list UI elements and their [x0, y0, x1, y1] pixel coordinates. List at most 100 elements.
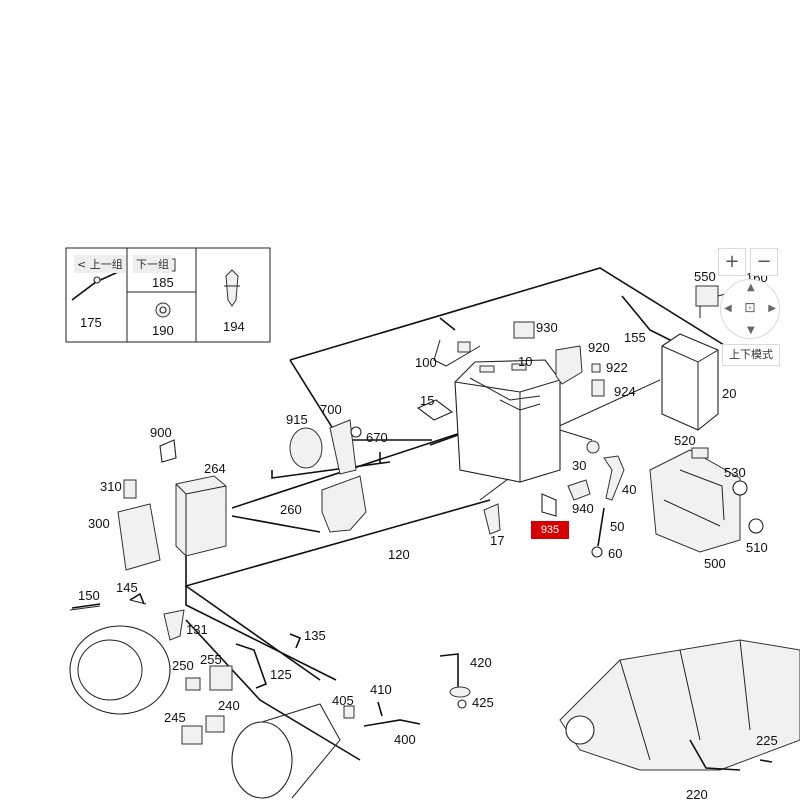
- clip-part: [225, 269, 239, 307]
- zoom-out-button[interactable]: −: [750, 248, 778, 276]
- label-190[interactable]: 190: [152, 323, 174, 338]
- label-120[interactable]: 120: [388, 547, 410, 562]
- clip-17: [483, 503, 501, 535]
- label-135[interactable]: 135: [304, 628, 326, 643]
- sensor-915: [289, 427, 323, 469]
- label-920[interactable]: 920: [588, 340, 610, 355]
- part-520: [691, 447, 709, 459]
- part-250: [185, 677, 201, 691]
- starter: [231, 703, 341, 799]
- pan-right-icon[interactable]: ▶: [768, 303, 776, 314]
- label-310[interactable]: 310: [100, 479, 122, 494]
- label-30[interactable]: 30: [572, 458, 586, 473]
- prev-group-button[interactable]: < 上一组: [74, 255, 126, 273]
- bolt-225: [759, 759, 773, 763]
- label-15[interactable]: 15: [420, 393, 434, 408]
- label-155[interactable]: 155: [624, 330, 646, 345]
- label-131[interactable]: 131: [186, 622, 208, 637]
- bracket-125: [235, 643, 268, 689]
- label-125[interactable]: 125: [270, 667, 292, 682]
- label-50[interactable]: 50: [610, 519, 624, 534]
- nut-510: [748, 518, 764, 534]
- label-250[interactable]: 250: [172, 658, 194, 673]
- pan-up-icon[interactable]: ▲: [747, 282, 755, 293]
- label-420[interactable]: 420: [470, 655, 492, 670]
- label-145[interactable]: 145: [116, 580, 138, 595]
- label-194[interactable]: 194: [223, 319, 245, 334]
- pan-down-icon[interactable]: ▼: [747, 325, 755, 336]
- unit-260: [321, 475, 367, 533]
- zoom-in-button[interactable]: +: [718, 248, 746, 276]
- label-400[interactable]: 400: [394, 732, 416, 747]
- bracket-920: [555, 345, 583, 385]
- label-550[interactable]: 550: [694, 269, 716, 284]
- module-700: [329, 419, 357, 475]
- part-131: [163, 609, 185, 641]
- label-240[interactable]: 240: [218, 698, 240, 713]
- label-410[interactable]: 410: [370, 682, 392, 697]
- label-940[interactable]: 940: [572, 501, 594, 516]
- bracket-400: [363, 719, 421, 727]
- nut-530: [732, 480, 748, 496]
- part-922: [591, 363, 601, 373]
- plug-30: [586, 440, 600, 454]
- label-260[interactable]: 260: [280, 502, 302, 517]
- label-930[interactable]: 930: [536, 320, 558, 335]
- label-100[interactable]: 100: [415, 355, 437, 370]
- control-unit-264: [175, 475, 227, 557]
- label-670[interactable]: 670: [366, 430, 388, 445]
- label-922[interactable]: 922: [606, 360, 628, 375]
- mount-500: [649, 449, 741, 553]
- label-425[interactable]: 425: [472, 695, 494, 710]
- connector-935: [541, 493, 557, 517]
- hose-40: [603, 455, 625, 501]
- label-264[interactable]: 264: [204, 461, 226, 476]
- nut-425: [457, 699, 467, 709]
- transmission: [559, 639, 800, 771]
- label-245[interactable]: 245: [164, 710, 186, 725]
- label-185[interactable]: 185: [152, 275, 174, 290]
- label-150[interactable]: 150: [78, 588, 100, 603]
- clip-135: [289, 633, 302, 649]
- bracket-420: [439, 653, 459, 690]
- pan-control[interactable]: ▲ ▼ ◀ ▶ ⊡: [720, 279, 780, 339]
- hose-50: [597, 507, 605, 547]
- label-530[interactable]: 530: [724, 465, 746, 480]
- grommet-60: [591, 546, 603, 558]
- label-175[interactable]: 175: [80, 315, 102, 330]
- label-510[interactable]: 510: [746, 540, 768, 555]
- label-40[interactable]: 40: [622, 482, 636, 497]
- label-20[interactable]: 20: [722, 386, 736, 401]
- bolt-410: [377, 701, 383, 717]
- label-255[interactable]: 255: [200, 652, 222, 667]
- label-225[interactable]: 225: [756, 733, 778, 748]
- pan-left-icon[interactable]: ◀: [724, 303, 732, 314]
- label-405[interactable]: 405: [332, 693, 354, 708]
- fuse-310: [123, 479, 137, 499]
- label-520[interactable]: 520: [674, 433, 696, 448]
- next-group-button[interactable]: 下一组: [133, 255, 172, 273]
- module-300: [117, 503, 161, 571]
- label-60[interactable]: 60: [608, 546, 622, 561]
- bolt-670: [350, 426, 362, 438]
- label-915[interactable]: 915: [286, 412, 308, 427]
- highlighted-part-label[interactable]: 935: [531, 521, 569, 539]
- label-10[interactable]: 10: [518, 354, 532, 369]
- bracket-150: [71, 603, 101, 609]
- pad-15: [416, 399, 454, 421]
- label-500[interactable]: 500: [704, 556, 726, 571]
- label-924[interactable]: 924: [614, 384, 636, 399]
- view-mode-button[interactable]: 上下模式: [722, 344, 780, 366]
- part-245: [181, 725, 203, 745]
- cover-900: [159, 439, 177, 463]
- label-300[interactable]: 300: [88, 516, 110, 531]
- label-900[interactable]: 900: [150, 425, 172, 440]
- cable-100: [433, 339, 481, 367]
- battery-part: [454, 359, 561, 483]
- label-700[interactable]: 700: [320, 402, 342, 417]
- label-17[interactable]: 17: [490, 533, 504, 548]
- label-220[interactable]: 220: [686, 787, 708, 800]
- sensor-940: [567, 479, 591, 501]
- reset-view-icon[interactable]: ⊡: [744, 300, 756, 316]
